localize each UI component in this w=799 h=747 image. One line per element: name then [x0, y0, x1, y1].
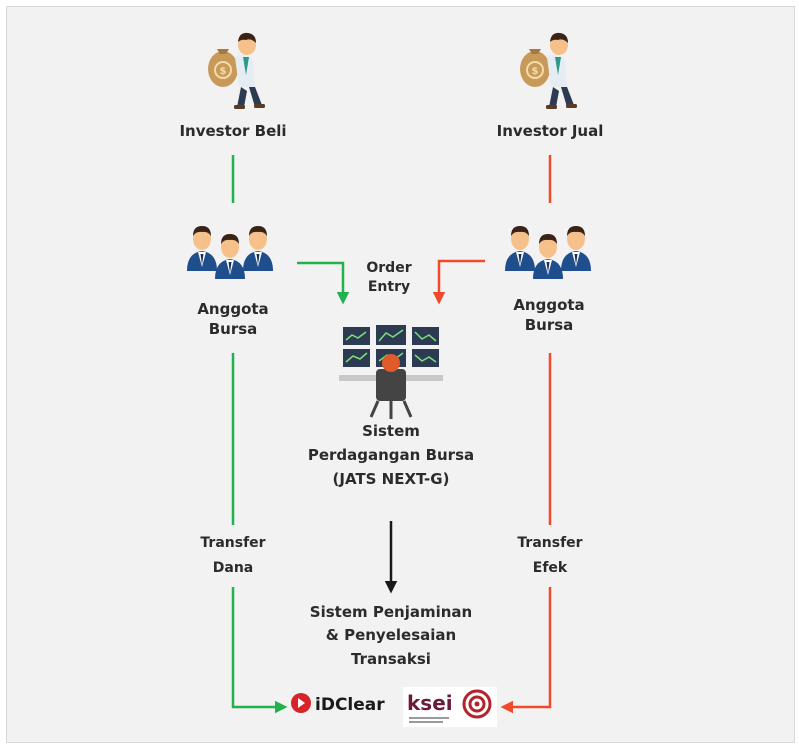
edge-broker-buy-to-trading — [297, 261, 350, 305]
trading-desk-icon — [339, 325, 443, 419]
investor-sell-icon — [519, 31, 578, 111]
order-entry-label: Order Entry — [366, 260, 412, 295]
broker-buy-label: Anggota Bursa — [197, 300, 269, 339]
broker-group-buy-icon — [187, 226, 273, 279]
edge-broker-buy-to-clearing — [231, 353, 285, 707]
diagram-canvas: $ — [6, 6, 795, 743]
flow-diagram: $ — [187, 31, 591, 727]
svg-text:ksei: ksei — [407, 691, 453, 715]
broker-sell-label: Anggota Bursa — [513, 296, 585, 335]
idclear-logo: iDClear — [291, 693, 385, 715]
ksei-logo: ksei — [403, 687, 497, 727]
investor-buy-icon — [207, 31, 266, 111]
investor-sell-label: Investor Jual — [496, 122, 604, 140]
broker-group-sell-icon — [505, 226, 591, 279]
investor-buy-label: Investor Beli — [179, 122, 287, 140]
clearing-system-label: Sistem Penjaminan & Penyelesaian Transak… — [309, 603, 473, 668]
edge-broker-sell-to-trading — [432, 259, 485, 305]
svg-text:iDClear: iDClear — [315, 695, 385, 715]
transfer-funds-label: Transfer Dana — [200, 535, 266, 576]
transfer-securities-label: Transfer Efek — [517, 535, 583, 576]
trading-system-label: Sistem Perdagangan Bursa (JATS NEXT-G) — [307, 422, 475, 488]
edge-broker-sell-to-clearing — [503, 353, 552, 707]
